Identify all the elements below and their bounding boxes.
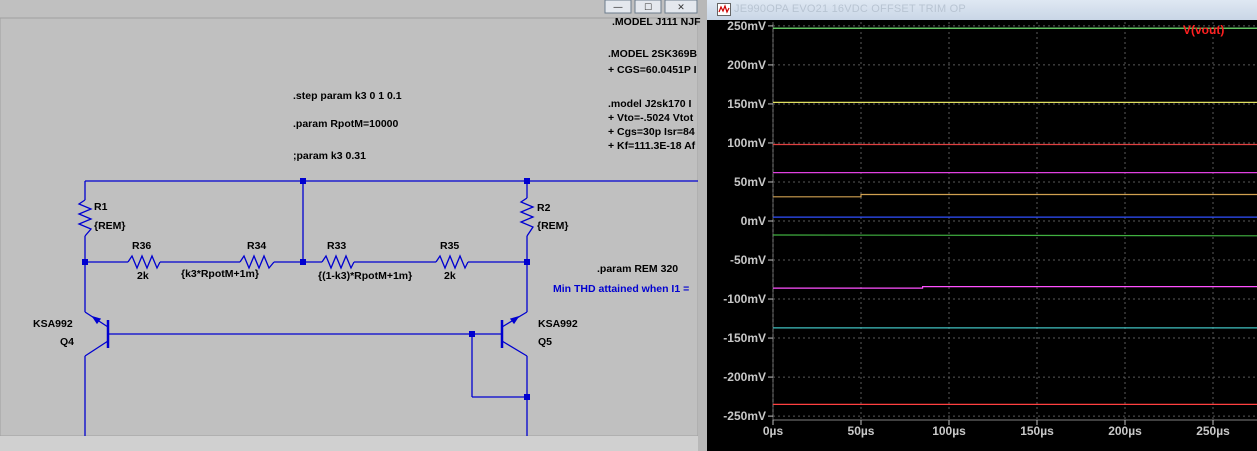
r1-symbol	[77, 199, 93, 237]
r35-label: R35	[440, 240, 459, 252]
r36-label: R36	[132, 240, 151, 252]
q4-label: Q4	[60, 336, 74, 348]
thd-note[interactable]: Min THD attained when I1 =	[553, 283, 689, 295]
y-tick-label: 250mV	[727, 20, 766, 33]
plot-traces	[772, 27, 1257, 405]
minimize-button[interactable]: —	[604, 0, 632, 14]
r1-label: R1	[94, 201, 108, 213]
r34-symbol	[239, 254, 275, 270]
status-strip	[0, 436, 707, 451]
y-tick-label: -200mV	[723, 370, 766, 384]
model-line-3: + CGS=60.0451P I	[608, 64, 697, 76]
trace-line-8	[773, 286, 1257, 289]
r33-value: {(1-k3)*RpotM+1m}	[318, 270, 412, 282]
y-tick-label: -150mV	[723, 331, 766, 345]
r36-symbol	[127, 254, 161, 270]
y-tick-label: 50mV	[734, 175, 766, 189]
param-rem-directive[interactable]: .param REM 320	[597, 263, 678, 275]
model-line-5: + Vto=-.5024 Vtot	[608, 112, 694, 124]
q4-model: KSA992	[33, 318, 73, 330]
q4-symbol	[84, 311, 110, 357]
trace-line-5	[773, 193, 1257, 198]
model-line-2: .MODEL 2SK369B	[608, 48, 698, 60]
x-tick-label: 200µs	[1108, 424, 1142, 438]
x-tick-label: 50µs	[848, 424, 875, 438]
r35-symbol	[435, 254, 469, 270]
r2-label: R2	[537, 202, 551, 214]
schematic-window[interactable]: .MODEL J111 NJF .MODEL 2SK369B + CGS=60.…	[0, 0, 707, 451]
r36-value: 2k	[137, 270, 149, 282]
r35-value: 2k	[444, 270, 456, 282]
minimize-icon: —	[613, 2, 623, 13]
r33-label: R33	[327, 240, 346, 252]
y-tick-label: -50mV	[730, 253, 766, 267]
q5-label: Q5	[538, 336, 552, 348]
x-tick-label: 100µs	[932, 424, 966, 438]
model-line-6: + Cgs=30p Isr=84	[608, 126, 695, 138]
param-k3-comment[interactable]: ;param k3 0.31	[293, 150, 366, 162]
r34-value: {k3*RpotM+1m}	[181, 268, 259, 280]
wires	[84, 180, 698, 436]
r2-value: {REM}	[537, 220, 569, 232]
r1-value: {REM}	[94, 220, 126, 232]
y-tick-label: 0mV	[741, 214, 766, 228]
r2-symbol	[519, 197, 535, 237]
q5-model: KSA992	[538, 318, 578, 330]
y-tick-label: -100mV	[723, 292, 766, 306]
x-tick-label: 250µs	[1196, 424, 1230, 438]
q5-symbol	[500, 311, 528, 357]
waveform-app-icon	[717, 3, 731, 16]
schematic-window-controls: — ☐ ✕	[604, 0, 698, 14]
waveform-window[interactable]: JE990OPA EVO21 16VDC OFFSET TRIM OP 250m…	[707, 0, 1257, 451]
step-directive[interactable]: .step param k3 0 1 0.1	[293, 90, 402, 102]
window-border	[698, 0, 707, 451]
y-tick-label: 200mV	[727, 58, 766, 72]
plot-grid	[772, 22, 1257, 421]
waveform-plot[interactable]: 250mV 200mV 150mV 100mV 50mV 0mV -50mV -100mV -1…	[707, 20, 1257, 451]
param-rpot-directive[interactable]: .param RpotM=10000	[293, 118, 398, 130]
trace-label[interactable]: V(vout)	[1183, 23, 1224, 37]
model-line-1: .MODEL J111 NJF	[612, 16, 701, 28]
close-button[interactable]: ✕	[664, 0, 698, 14]
close-icon: ✕	[677, 3, 685, 13]
restore-icon: ☐	[644, 3, 652, 13]
junction-dots	[82, 178, 530, 400]
x-axis-ticks: 0µs 50µs 100µs 150µs 200µs 250µs	[763, 420, 1230, 438]
x-tick-label: 150µs	[1020, 424, 1054, 438]
waveform-window-title: JE990OPA EVO21 16VDC OFFSET TRIM OP	[734, 3, 966, 15]
x-tick-label: 0µs	[763, 424, 784, 438]
model-line-7: + Kf=111.3E-18 Af	[608, 140, 696, 152]
transistor-symbols	[84, 311, 528, 357]
y-tick-label: 150mV	[727, 97, 766, 111]
resistor-symbols	[77, 197, 535, 270]
restore-button[interactable]: ☐	[634, 0, 662, 14]
r34-label: R34	[247, 240, 266, 252]
schematic-pane	[0, 17, 699, 437]
y-tick-label: -250mV	[723, 409, 766, 423]
model-line-4: .model J2sk170 I	[608, 98, 692, 110]
y-axis-ticks: 250mV 200mV 150mV 100mV 50mV 0mV -50mV -100mV -1…	[723, 20, 773, 423]
y-tick-label: 100mV	[727, 136, 766, 150]
trace-line-7	[772, 234, 1257, 237]
waveform-titlebar[interactable]: JE990OPA EVO21 16VDC OFFSET TRIM OP	[707, 0, 1257, 21]
r33-symbol	[321, 254, 355, 270]
schematic-canvas[interactable]: .MODEL J111 NJF .MODEL 2SK369B + CGS=60.…	[0, 0, 707, 451]
